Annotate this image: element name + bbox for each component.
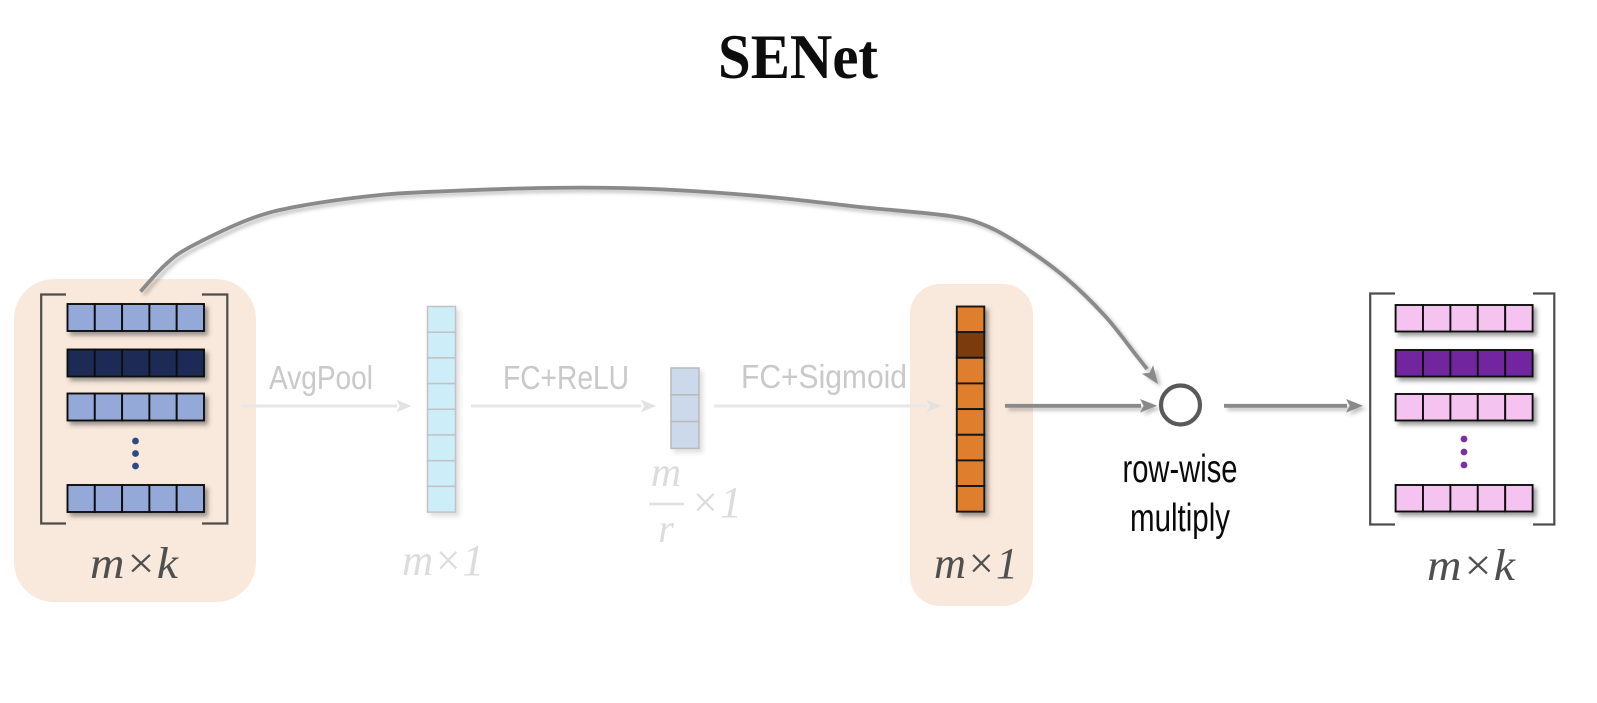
svg-text:m×k: m×k (1427, 541, 1517, 590)
svg-text:m: m (651, 450, 681, 496)
svg-text:multiply: multiply (1130, 497, 1230, 540)
svg-text:FC+ReLU: FC+ReLU (503, 359, 629, 396)
svg-text:×1: ×1 (690, 478, 742, 527)
svg-text:row-wise: row-wise (1123, 448, 1238, 491)
svg-text:m×1: m×1 (402, 536, 484, 585)
svg-text:AvgPool: AvgPool (269, 359, 373, 396)
svg-text:SENet: SENet (718, 21, 879, 92)
svg-text:m×k: m×k (90, 539, 180, 588)
svg-text:r: r (658, 506, 674, 551)
svg-text:FC+Sigmoid: FC+Sigmoid (741, 358, 907, 395)
svg-text:m×1: m×1 (934, 539, 1018, 588)
